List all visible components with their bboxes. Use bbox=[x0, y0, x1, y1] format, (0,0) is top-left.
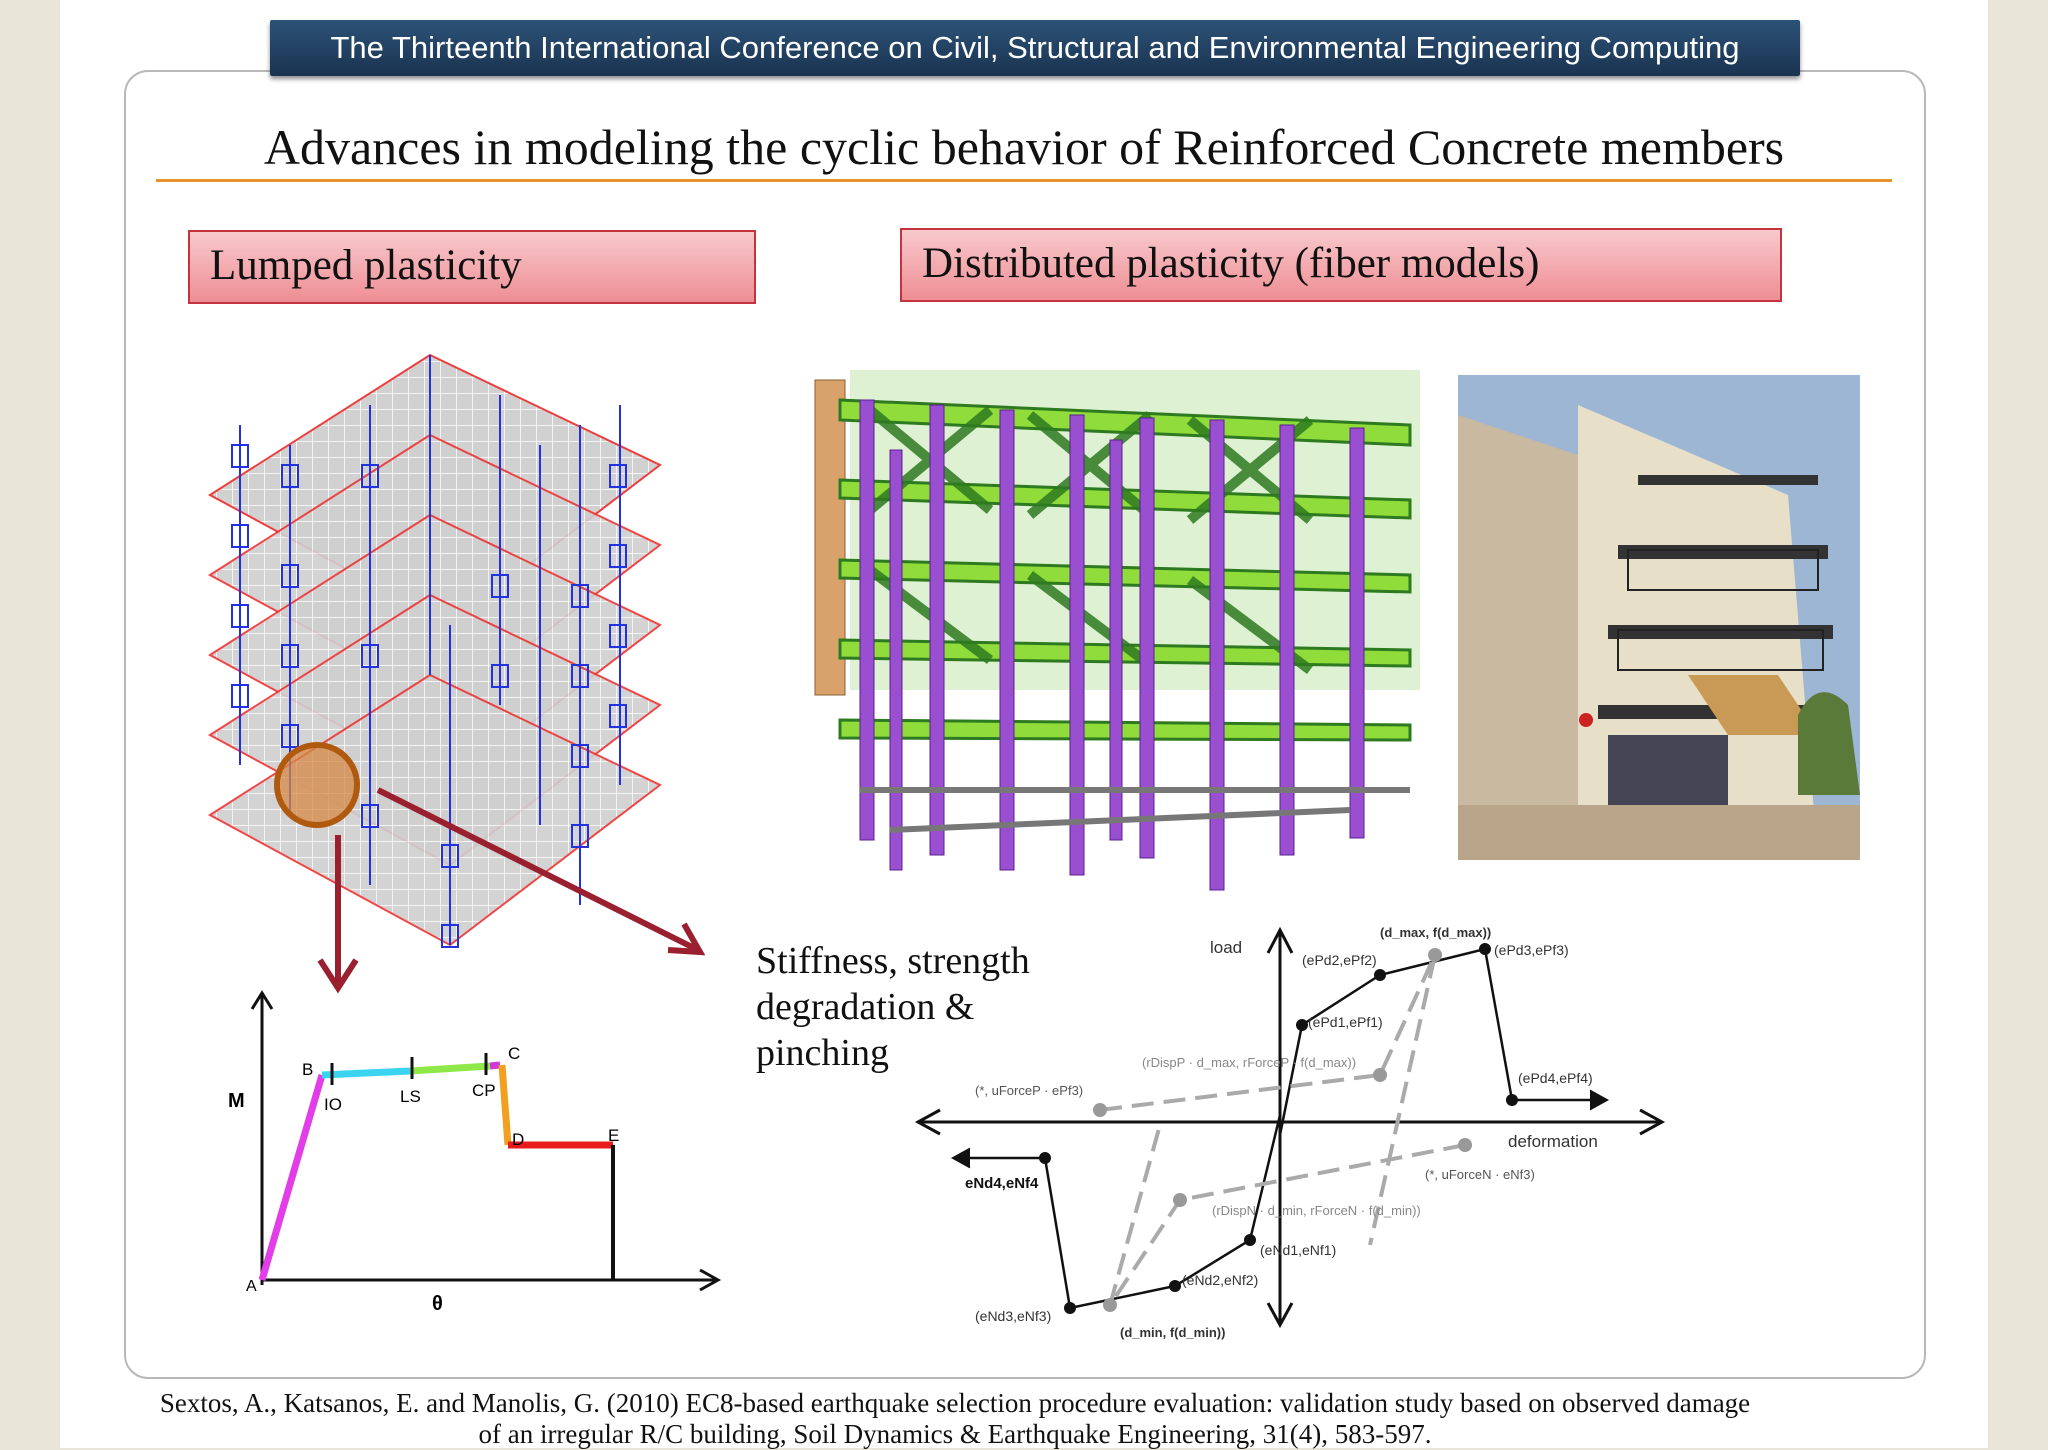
point-a: A bbox=[246, 1278, 257, 1295]
reference-citation: Sextos, A., Katsanos, E. and Manolis, G.… bbox=[130, 1388, 1780, 1450]
conference-banner: The Thirteenth International Conference … bbox=[270, 20, 1800, 76]
end1-label: (eNd1,eNf1) bbox=[1260, 1242, 1336, 1258]
moment-rotation-chart: M θ A B C D E IO LS CP bbox=[228, 990, 722, 1315]
degradation-caption: Stiffness, strength degradation & pinchi… bbox=[756, 938, 1030, 1076]
theta-axis-label: θ bbox=[432, 1293, 443, 1315]
pointer-arrows bbox=[317, 787, 706, 994]
dmax-label: (d_max, f(d_max)) bbox=[1380, 925, 1491, 940]
segment-bc-2 bbox=[409, 1062, 491, 1075]
segment-cd bbox=[498, 1064, 512, 1146]
epd1-label: (ePd1,ePf1) bbox=[1308, 1014, 1383, 1030]
hysteresis-chart: load deformation (d_max, f(d_max)) (d_mi… bbox=[914, 925, 1666, 1340]
hinge-springs bbox=[231, 444, 627, 948]
building-photo bbox=[1458, 375, 1860, 860]
limit-cp: CP bbox=[472, 1081, 496, 1100]
segment-bc-1 bbox=[321, 1067, 411, 1079]
deformation-label: deformation bbox=[1508, 1132, 1598, 1151]
envelope-points bbox=[1039, 943, 1518, 1314]
rdispn-label: (rDispN · d_min, rForceN · f(d_min)) bbox=[1212, 1203, 1421, 1218]
rdispp-label: (rDispP · d_max, rForceP · f(d_max)) bbox=[1142, 1055, 1356, 1070]
limit-ls: LS bbox=[400, 1087, 421, 1106]
pinching-path-1 bbox=[1099, 954, 1437, 1246]
point-d: D bbox=[512, 1130, 524, 1149]
pinching-path-2 bbox=[1108, 1124, 1466, 1307]
end4-label: eNd4,eNf4 bbox=[965, 1175, 1039, 1192]
point-c: C bbox=[508, 1044, 520, 1063]
uforcep-label: (*, uForceP · ePf3) bbox=[975, 1083, 1083, 1098]
positive-envelope bbox=[1278, 947, 1514, 1136]
distributed-plasticity-label: Distributed plasticity (fiber models) bbox=[900, 228, 1782, 302]
caption-line-1: Stiffness, strength bbox=[756, 940, 1030, 982]
building-illustration bbox=[1458, 375, 1860, 860]
fiber-columns bbox=[859, 399, 1365, 891]
end2-label: (eNd2,eNf2) bbox=[1182, 1272, 1258, 1288]
end3-label: (eNd3,eNf3) bbox=[975, 1308, 1051, 1324]
segment-bc-3 bbox=[489, 1061, 501, 1070]
epd3-label: (ePd3,ePf3) bbox=[1494, 942, 1569, 958]
highlighted-hinge bbox=[274, 742, 360, 828]
reference-line-1: Sextos, A., Katsanos, E. and Manolis, G.… bbox=[159, 1388, 1751, 1418]
ground-beams bbox=[860, 787, 1410, 833]
caption-line-2: degradation & bbox=[756, 986, 975, 1028]
limit-io: IO bbox=[324, 1095, 342, 1114]
m-axis-label: M bbox=[228, 1090, 245, 1112]
point-e: E bbox=[608, 1126, 619, 1145]
epd4-label: (ePd4,ePf4) bbox=[1518, 1070, 1593, 1086]
point-b: B bbox=[302, 1060, 313, 1079]
lumped-building-model bbox=[208, 353, 662, 948]
reference-line-2: of an irregular R/C building, Soil Dynam… bbox=[478, 1419, 1432, 1449]
fiber-model-frame bbox=[814, 370, 1420, 891]
dmin-label: (d_min, f(d_min)) bbox=[1120, 1325, 1225, 1340]
load-label: load bbox=[1210, 938, 1242, 957]
pinching-points bbox=[1093, 948, 1472, 1312]
lumped-plasticity-label: Lumped plasticity bbox=[188, 230, 756, 304]
slide-title: Advances in modeling the cyclic behavior… bbox=[263, 119, 1785, 175]
epd2-label: (ePd2,ePf2) bbox=[1302, 952, 1377, 968]
uforcen-label: (*, uForceN · eNf3) bbox=[1425, 1167, 1535, 1182]
caption-line-3: pinching bbox=[756, 1032, 889, 1074]
title-divider bbox=[156, 179, 1892, 182]
segment-ab bbox=[258, 1074, 326, 1281]
